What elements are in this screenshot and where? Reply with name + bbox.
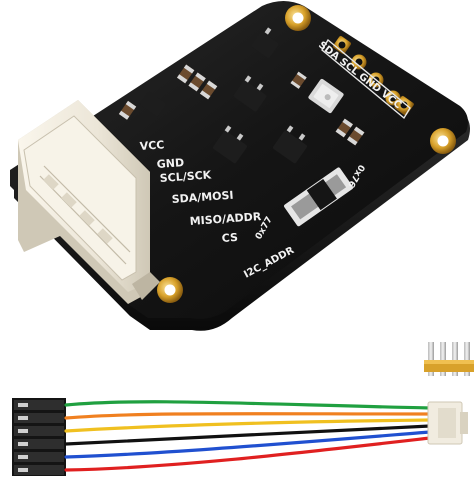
jst-plug — [427, 401, 468, 445]
label-vcc: VCC — [139, 138, 165, 153]
sensor-board: VCC GND SCL/SCK SDA/MOSI MISO/ADDR CS 0x… — [10, 1, 470, 331]
label-miso-addr: MISO/ADDR — [189, 210, 262, 228]
dupont-cable — [12, 398, 468, 476]
wires — [64, 400, 432, 472]
label-sda-mosi: SDA/MOSI — [171, 189, 234, 206]
label-cs: CS — [221, 231, 238, 245]
pin-header — [424, 342, 474, 376]
label-scl-sck: SCL/SCK — [159, 168, 212, 185]
smd-parts — [118, 64, 365, 146]
label-gnd: GND — [156, 156, 184, 171]
header-pads — [321, 36, 414, 120]
sensor-chip — [308, 78, 344, 114]
dupont-housings — [12, 398, 66, 476]
jst-connector — [18, 100, 160, 304]
ic-chips — [140, 27, 307, 164]
address-switch — [284, 167, 354, 227]
